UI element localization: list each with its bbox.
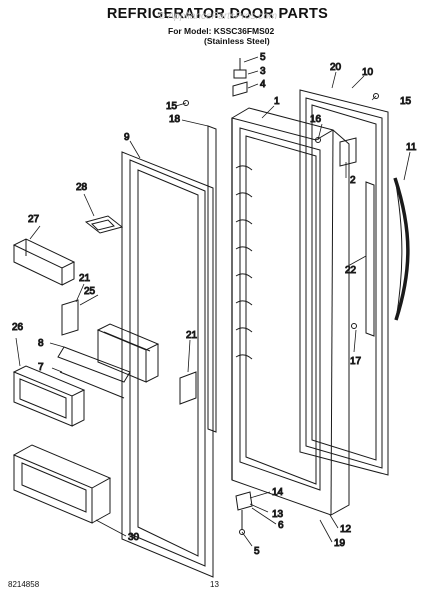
screw-icons bbox=[183, 93, 379, 535]
diagram-title: REFRIGERATOR DOOR PARTS bbox=[106, 6, 329, 22]
callout-10: 10 bbox=[362, 67, 374, 78]
callout-8: 8 bbox=[38, 338, 44, 349]
door-assembly-1 bbox=[231, 107, 350, 516]
shelf-panel-8 bbox=[57, 346, 131, 383]
callout-3: 3 bbox=[260, 66, 266, 77]
hinge-bracket-2 bbox=[339, 137, 357, 167]
door-bin-30 bbox=[12, 444, 112, 524]
door-liner-9 bbox=[121, 151, 214, 578]
model-finish: (Stainless Steel) bbox=[204, 36, 270, 46]
breaker-strip-18 bbox=[207, 125, 217, 433]
door-strip-22 bbox=[365, 181, 375, 337]
callout-15-right: 15 bbox=[400, 96, 412, 107]
callout-12: 12 bbox=[340, 524, 352, 535]
watermark: © AppliancePartsPros.com bbox=[157, 11, 278, 22]
shelf-rod-7 bbox=[59, 371, 125, 399]
callout-28: 28 bbox=[76, 182, 88, 193]
callout-2: 2 bbox=[350, 175, 356, 186]
part-sheet-number: 8214858 bbox=[8, 580, 40, 589]
callout-20: 20 bbox=[330, 62, 342, 73]
callout-22: 22 bbox=[345, 265, 357, 276]
bottom-hinge bbox=[235, 491, 253, 530]
callout-7: 7 bbox=[38, 362, 44, 373]
door-bin-27 bbox=[12, 238, 76, 286]
callout-leaders bbox=[15, 56, 411, 547]
callout-11: 11 bbox=[406, 142, 417, 153]
dairy-cover-28 bbox=[84, 215, 124, 234]
callout-9: 9 bbox=[124, 132, 130, 143]
callout-30: 30 bbox=[128, 532, 140, 543]
callout-14: 14 bbox=[272, 487, 284, 498]
model-number: For Model: KSSC36FMS02 bbox=[168, 26, 275, 36]
callout-19: 19 bbox=[334, 538, 346, 549]
callout-27: 27 bbox=[28, 214, 40, 225]
shelf-bracket-21 bbox=[179, 371, 197, 405]
callout-1: 1 bbox=[274, 96, 280, 107]
callout-16: 16 bbox=[310, 114, 322, 125]
callout-4: 4 bbox=[260, 79, 266, 90]
door-gasket-10 bbox=[299, 89, 389, 476]
top-hinge bbox=[232, 58, 248, 97]
callout-13: 13 bbox=[272, 509, 284, 520]
page-number: 13 bbox=[210, 580, 219, 589]
callout-25: 25 bbox=[84, 286, 96, 297]
door-shelf-ribs bbox=[235, 165, 253, 360]
callout-5-top: 5 bbox=[260, 52, 266, 63]
callout-5-bottom: 5 bbox=[254, 546, 260, 557]
callout-26: 26 bbox=[12, 322, 24, 333]
shelf-bracket-25 bbox=[61, 299, 160, 383]
callout-17: 17 bbox=[350, 356, 362, 367]
callout-18: 18 bbox=[169, 114, 181, 125]
callout-15-left: 15 bbox=[166, 101, 178, 112]
callout-6: 6 bbox=[278, 520, 284, 531]
door-bin-26 bbox=[12, 365, 86, 427]
callout-21-right: 21 bbox=[186, 330, 198, 341]
door-handle-11 bbox=[393, 177, 410, 321]
callout-labels: 5 3 4 20 10 15 15 18 1 16 9 11 2 28 27 2… bbox=[12, 52, 418, 558]
model-info: For Model: KSSC36FMS02 (Stainless Steel) bbox=[168, 26, 274, 46]
callout-21-left: 21 bbox=[79, 273, 91, 284]
